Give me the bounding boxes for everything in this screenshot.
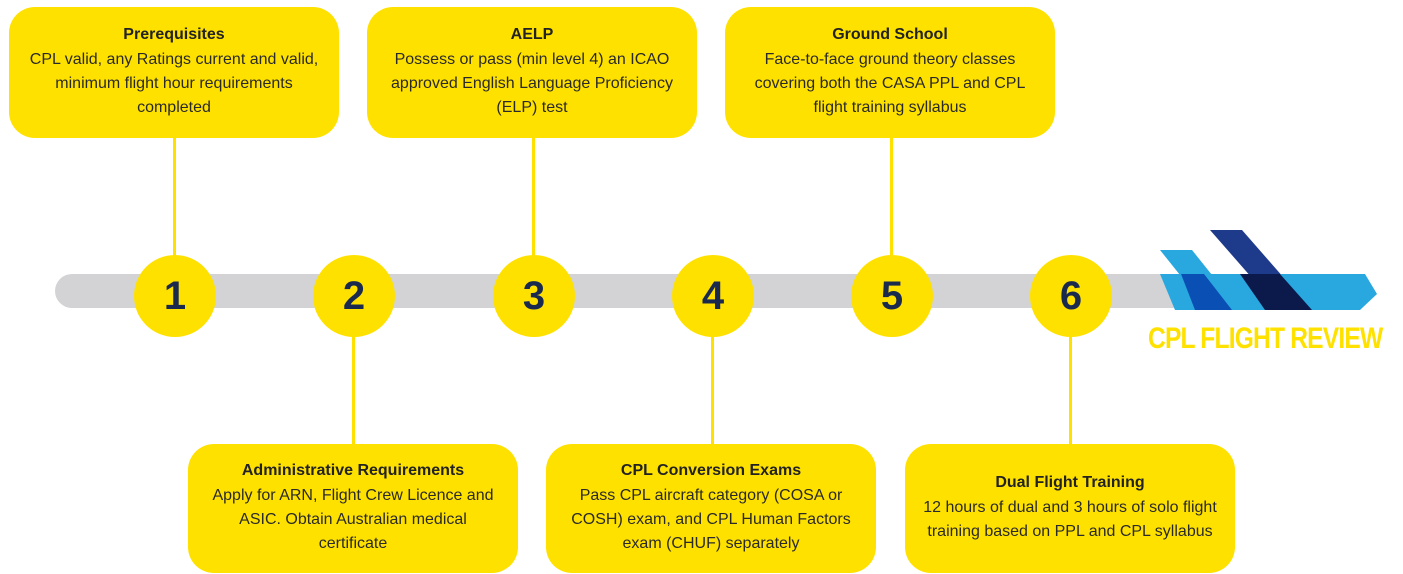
step-6-desc: 12 hours of dual and 3 hours of solo fli… xyxy=(923,498,1217,540)
connector-4 xyxy=(711,330,714,446)
step-3-title: AELP xyxy=(510,25,554,43)
step-5-card: Ground School Face-to-face ground theory… xyxy=(725,7,1055,138)
step-1-card: Prerequisites CPL valid, any Ratings cur… xyxy=(9,7,339,138)
step-4-title: CPL Conversion Exams xyxy=(620,461,802,479)
step-1-title: Prerequisites xyxy=(123,25,225,43)
connector-6 xyxy=(1069,330,1072,446)
step-2-circle: 2 xyxy=(313,255,395,337)
connector-5 xyxy=(890,138,893,256)
step-1-circle: 1 xyxy=(134,255,216,337)
wings-logo-icon xyxy=(1160,230,1377,310)
connector-2 xyxy=(352,330,355,446)
timeline-track xyxy=(55,274,1190,308)
step-3-desc: Possess or pass (min level 4) an ICAO ap… xyxy=(391,50,673,116)
step-5-desc: Face-to-face ground theory classes cover… xyxy=(754,50,1026,116)
step-2-title: Administrative Requirements xyxy=(241,461,465,479)
connector-3 xyxy=(532,138,535,256)
step-2-desc: Apply for ARN, Flight Crew Licence and A… xyxy=(212,486,494,552)
step-5-title: Ground School xyxy=(832,25,948,43)
brand-name: CPL FLIGHT REVIEW xyxy=(1148,322,1383,355)
step-4-desc: Pass CPL aircraft category (COSA or COSH… xyxy=(571,486,851,552)
step-1-desc: CPL valid, any Ratings current and valid… xyxy=(29,50,319,116)
step-3-card: AELP Possess or pass (min level 4) an IC… xyxy=(367,7,697,138)
step-2-card: Administrative Requirements Apply for AR… xyxy=(188,444,518,573)
step-6-title: Dual Flight Training xyxy=(995,473,1145,491)
step-6-card: Dual Flight Training 12 hours of dual an… xyxy=(905,444,1235,573)
step-5-circle: 5 xyxy=(851,255,933,337)
step-4-circle: 4 xyxy=(672,255,754,337)
connector-1 xyxy=(173,138,176,256)
step-4-card: CPL Conversion Exams Pass CPL aircraft c… xyxy=(546,444,876,573)
step-6-circle: 6 xyxy=(1030,255,1112,337)
step-3-circle: 3 xyxy=(493,255,575,337)
